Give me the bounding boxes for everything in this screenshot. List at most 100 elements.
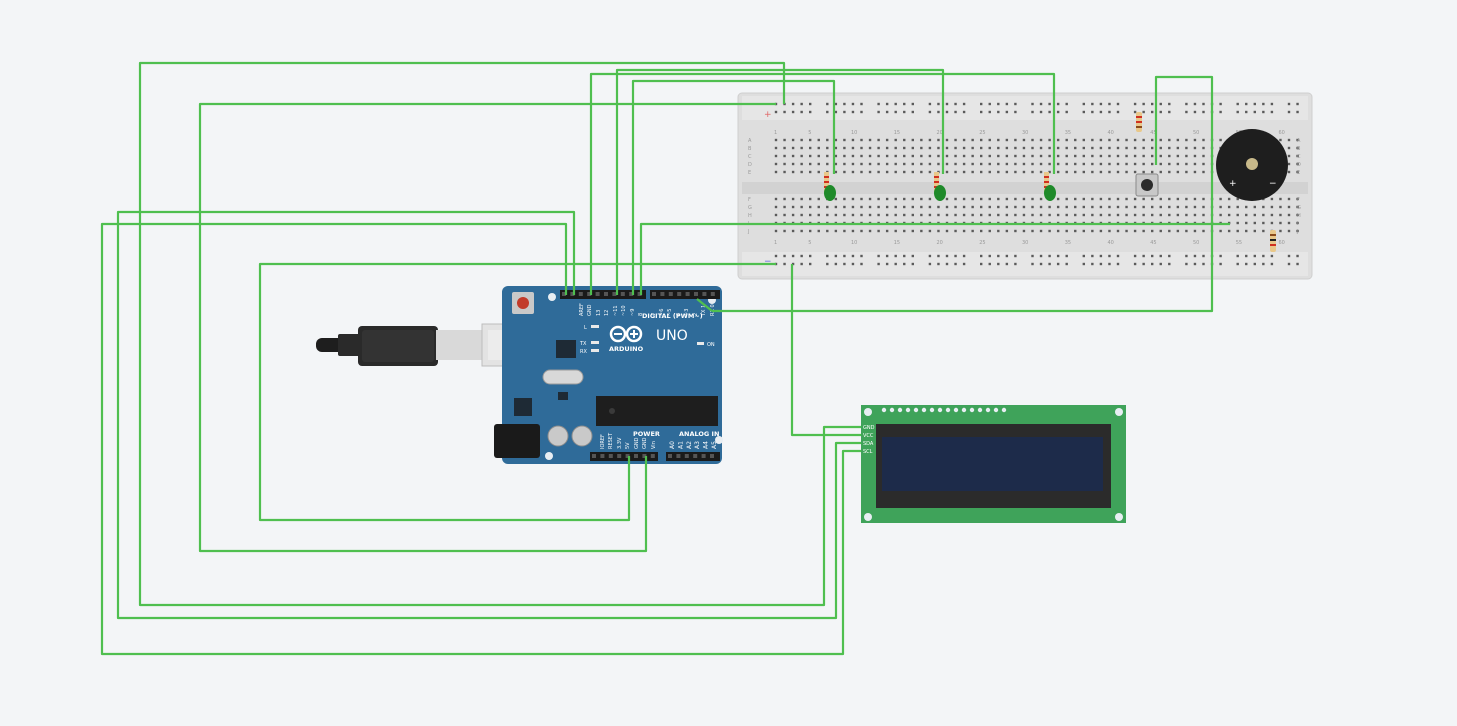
- piezo-buzzer[interactable]: + −: [1216, 129, 1288, 201]
- led-tx-label: TX: [579, 341, 587, 347]
- power-pin-label: IOREF: [600, 434, 606, 449]
- digital-pin-label: ~11: [613, 305, 619, 316]
- led-3[interactable]: [1044, 172, 1056, 201]
- digital-pin-label: 13: [596, 310, 602, 316]
- analog-pin-label: A0: [669, 441, 676, 449]
- row-letter: C: [748, 154, 752, 160]
- digital-pin-label: ~9: [630, 309, 636, 316]
- led-l-label: L: [584, 325, 587, 331]
- digital-pin-label: 8: [638, 313, 644, 316]
- led-1[interactable]: [824, 172, 836, 201]
- digital-pin-label: 12: [604, 310, 610, 316]
- wires: [100, 61, 1230, 656]
- digital-pin-label: ~5: [667, 309, 673, 316]
- power-jack[interactable]: [494, 424, 540, 458]
- digital-pin-label: 2: [693, 313, 699, 316]
- row-letter: F: [1297, 197, 1300, 203]
- row-letter: B: [748, 146, 752, 152]
- lcd-screen: [882, 437, 1103, 491]
- column-number: 10: [851, 130, 857, 136]
- row-letter: E: [748, 170, 751, 176]
- row-letter: D: [1297, 162, 1301, 168]
- row-letter: H: [748, 213, 752, 219]
- column-number: 60: [1278, 240, 1284, 246]
- digital-pin-label: ~10: [621, 305, 627, 316]
- wire-gnd-rail-top: [138, 61, 861, 607]
- column-number: 45: [1150, 130, 1156, 136]
- digital-header-right[interactable]: [650, 290, 720, 299]
- column-number: 25: [979, 240, 985, 246]
- column-number: 1: [774, 240, 777, 246]
- lcd-pin-label: SCL: [863, 449, 873, 455]
- column-number: 55: [1236, 240, 1242, 246]
- column-number: 35: [1065, 240, 1071, 246]
- lcd-pin-label: GND: [863, 425, 875, 431]
- analog-pin-label: A2: [686, 441, 693, 449]
- power-pin-label: GND: [634, 437, 640, 449]
- digital-pin-label: GND: [587, 304, 593, 316]
- column-number: 20: [936, 130, 942, 136]
- resistor-button[interactable]: [1136, 112, 1142, 132]
- column-number: 20: [936, 240, 942, 246]
- lcd-i2c-module[interactable]: GND VCC SDA SCL: [861, 405, 1126, 523]
- wire-buzzer: [639, 222, 1230, 295]
- reset-button-cap[interactable]: [517, 297, 529, 309]
- row-letter: E: [1297, 170, 1300, 176]
- row-letter: D: [748, 162, 752, 168]
- row-letter: C: [1297, 154, 1301, 160]
- wire-led-3: [589, 72, 1056, 295]
- column-number: 25: [979, 130, 985, 136]
- column-number: 30: [1022, 240, 1028, 246]
- column-number: 5: [808, 240, 811, 246]
- column-number: 50: [1193, 130, 1199, 136]
- digital-pin-label: 7: [651, 313, 657, 316]
- atmega-chip: [596, 396, 718, 426]
- row-letter: A: [1297, 138, 1301, 144]
- power-pin-label: GND: [642, 437, 648, 449]
- power-header-label: POWER: [633, 430, 660, 438]
- column-number: 5: [808, 130, 811, 136]
- buzzer-minus-label: −: [1269, 179, 1277, 189]
- row-letter: A: [748, 138, 752, 144]
- digital-pin-label: ~6: [659, 309, 665, 316]
- column-number: 1: [774, 130, 777, 136]
- push-button[interactable]: [1135, 173, 1159, 197]
- power-header[interactable]: [590, 452, 658, 461]
- lcd-pin-label: SDA: [863, 441, 874, 447]
- row-letter: G: [1297, 205, 1301, 211]
- power-pin-label: 3.3V: [617, 437, 623, 449]
- lcd-pin-label: VCC: [863, 433, 874, 439]
- column-number: 15: [894, 130, 900, 136]
- resistor-buzzer[interactable]: [1270, 230, 1276, 252]
- arduino-model-label: UNO: [656, 328, 688, 344]
- digital-pin-label: 4: [676, 313, 682, 316]
- row-letter: G: [748, 205, 752, 211]
- digital-header-label: DIGITAL (PWM~): [642, 312, 703, 320]
- column-number: 40: [1107, 240, 1113, 246]
- row-letter: H: [1297, 213, 1301, 219]
- wire-button: [712, 75, 1214, 313]
- analog-header[interactable]: [666, 452, 720, 461]
- rail-minus-label: −: [764, 257, 772, 267]
- rail-plus-label: +: [764, 110, 772, 120]
- analog-pin-label: A1: [677, 441, 684, 449]
- arduino-brand-label: ARDUINO: [609, 345, 644, 353]
- wire-pin2-short: [696, 298, 713, 312]
- row-letter: J: [1296, 229, 1298, 235]
- arduino-uno[interactable]: DIGITAL (PWM~) POWER ANALOG IN ON L TX R…: [494, 286, 723, 464]
- digital-header-left[interactable]: [560, 290, 646, 299]
- analog-pin-label: A4: [703, 441, 710, 449]
- on-led-label: ON: [707, 342, 715, 348]
- buzzer-plus-label: +: [1229, 179, 1237, 189]
- digital-pin-label: TX 1: [701, 305, 707, 317]
- led-2[interactable]: [934, 172, 946, 201]
- row-letter: B: [1297, 146, 1301, 152]
- power-pin-label: Vin: [651, 441, 657, 449]
- column-number: 10: [851, 240, 857, 246]
- led-rx-label: RX: [580, 349, 587, 355]
- wire-5v-rail: [198, 102, 776, 553]
